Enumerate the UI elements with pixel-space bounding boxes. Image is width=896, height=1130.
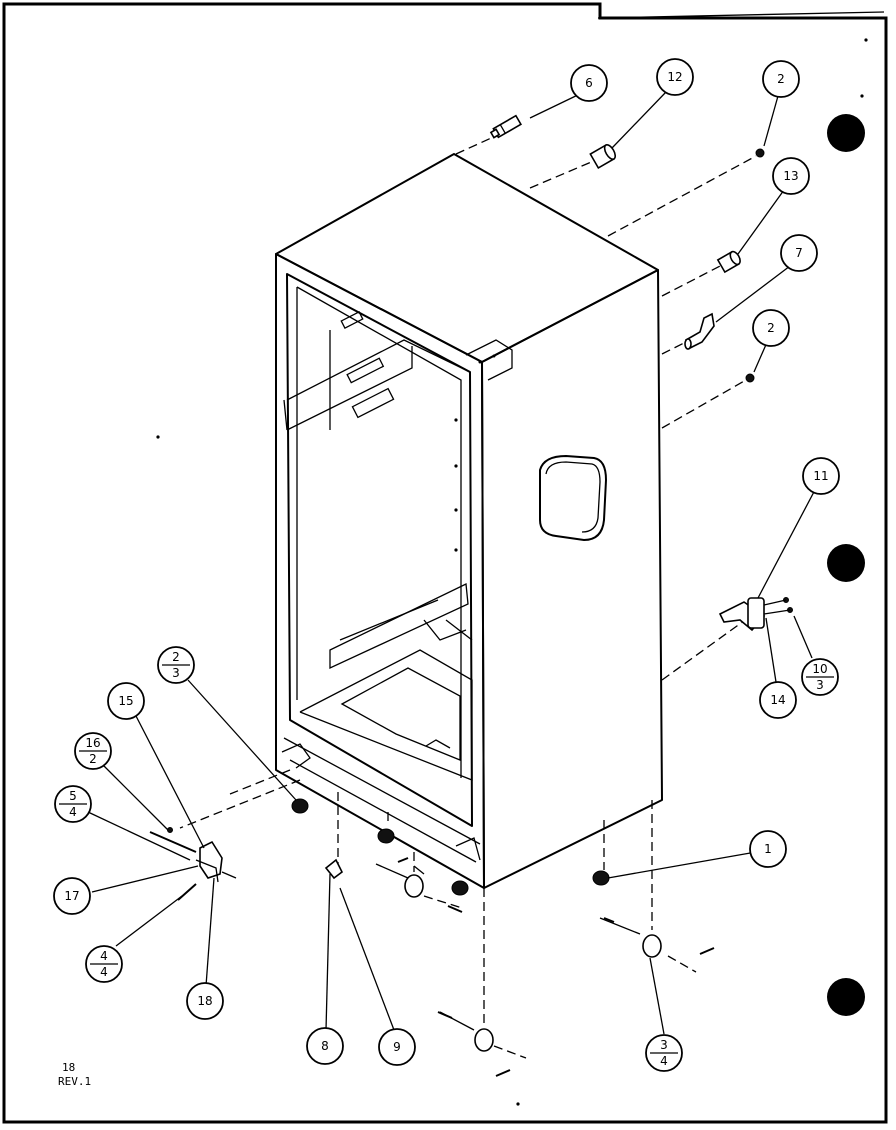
svg-text:5: 5 <box>69 789 77 803</box>
plug-part-icon <box>489 114 522 139</box>
callout-10-over-3: 10 3 <box>801 658 839 696</box>
callout-8: 8 <box>306 1027 344 1065</box>
callout-5-over-4: 5 4 <box>54 785 92 823</box>
svg-text:2: 2 <box>172 650 180 664</box>
svg-text:6: 6 <box>585 76 593 90</box>
svg-text:2: 2 <box>89 752 97 766</box>
callout-4-over-4: 4 4 <box>85 945 123 983</box>
speck <box>860 94 864 98</box>
svg-text:10: 10 <box>812 662 827 676</box>
left-hinge-bracket-icon <box>149 827 223 901</box>
speck <box>156 435 160 439</box>
svg-text:3: 3 <box>816 678 824 692</box>
svg-text:7: 7 <box>795 246 803 260</box>
svg-text:18: 18 <box>197 994 212 1008</box>
callout-17: 17 <box>53 877 91 915</box>
border-tab <box>597 11 885 19</box>
binder-hole-middle <box>827 544 865 582</box>
refrigerator-cabinet-icon <box>275 153 663 889</box>
bushing-part-icon <box>589 143 617 170</box>
svg-text:9: 9 <box>393 1040 401 1054</box>
screw-icon <box>745 148 765 383</box>
hinge-pin-part-icon <box>684 312 715 350</box>
svg-text:4: 4 <box>100 949 108 963</box>
svg-text:4: 4 <box>660 1054 668 1068</box>
svg-text:15: 15 <box>118 694 133 708</box>
svg-text:2: 2 <box>767 321 775 335</box>
svg-text:3: 3 <box>660 1038 668 1052</box>
svg-text:16: 16 <box>85 736 100 750</box>
assembly-lines <box>179 133 757 1059</box>
callout-1: 1 <box>749 830 787 868</box>
callout-6: 6 <box>570 64 608 102</box>
callout-14: 14 <box>759 681 797 719</box>
callout-2-top: 2 <box>762 60 800 98</box>
svg-text:17: 17 <box>64 889 79 903</box>
callout-16-over-2: 16 2 <box>74 732 112 770</box>
callout-7: 7 <box>780 234 818 272</box>
svg-text:1: 1 <box>764 842 772 856</box>
binder-hole-bottom <box>827 978 865 1016</box>
binder-hole-top <box>827 114 865 152</box>
callout-9: 9 <box>378 1028 416 1066</box>
callout-3-over-4: 3 4 <box>645 1034 683 1072</box>
callout-11: 11 <box>802 457 840 495</box>
svg-text:8: 8 <box>321 1039 329 1053</box>
callout-2-over-3: 2 3 <box>157 646 195 684</box>
leveling-foot-icon <box>291 798 610 896</box>
roller-axle-icon <box>397 857 715 1077</box>
callout-13: 13 <box>772 157 810 195</box>
svg-text:4: 4 <box>69 805 77 819</box>
clip-part-icon <box>324 858 344 880</box>
callout-2-middle: 2 <box>752 309 790 347</box>
svg-text:4: 4 <box>100 965 108 979</box>
callout-leaders <box>87 91 817 1035</box>
speck <box>864 38 868 42</box>
cap-part-icon <box>716 250 741 274</box>
drawing-number: 18 <box>62 1061 75 1074</box>
svg-text:11: 11 <box>813 469 828 483</box>
callout-18: 18 <box>186 982 224 1020</box>
speck <box>516 1102 520 1106</box>
callout-15: 15 <box>107 682 145 720</box>
roller-icon <box>404 874 662 1052</box>
svg-text:14: 14 <box>770 693 785 707</box>
hinge-bracket-icon <box>718 597 793 632</box>
svg-text:12: 12 <box>667 70 682 84</box>
svg-text:3: 3 <box>172 666 180 680</box>
callout-12: 12 <box>656 58 694 96</box>
svg-text:13: 13 <box>783 169 798 183</box>
revision-label: REV.1 <box>58 1075 91 1088</box>
svg-text:2: 2 <box>777 72 785 86</box>
